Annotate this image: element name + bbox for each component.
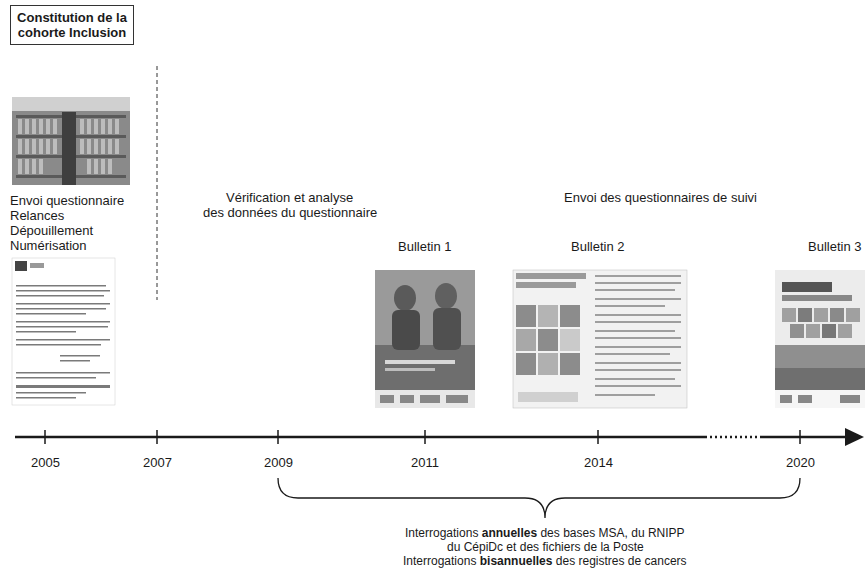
timeline-label: Envoi des questionnaires de suivi: [564, 190, 757, 205]
timeline-label: des données du questionnaire: [203, 205, 377, 220]
year-label: 2011: [411, 455, 439, 470]
bulletin-cover: [375, 270, 475, 408]
bulletin-cover: [775, 270, 865, 408]
period-brace: [278, 478, 800, 518]
timeline-label: Vérification et analyse: [226, 190, 353, 205]
year-label: 2020: [786, 455, 815, 470]
questionnaire-letter: [12, 258, 115, 405]
timeline-label: Envoi questionnaire: [10, 193, 124, 208]
timeline-label: Dépouillement: [10, 223, 93, 238]
box-heading: Constitution de la cohorte Inclusion: [17, 10, 127, 40]
timeline-label: Bulletin 1: [398, 239, 451, 254]
year-label: 2014: [584, 455, 613, 470]
timeline-label: Numérisation: [10, 238, 87, 253]
timeline-label: Relances: [10, 208, 64, 223]
archive-photo: [12, 97, 130, 185]
year-label: 2005: [31, 455, 60, 470]
year-label: 2009: [264, 455, 293, 470]
timeline-label: du CépiDc et des fichiers de la Poste: [447, 540, 644, 554]
year-label: 2007: [143, 455, 172, 470]
phase-separator: [157, 66, 158, 300]
timeline-label: Bulletin 3: [808, 239, 861, 254]
timeline-label: Interrogations bisannuelles des registre…: [403, 554, 687, 568]
phase-box: Constitution de la cohorte Inclusion: [10, 5, 134, 45]
axis-arrowhead: [845, 428, 864, 446]
timeline-label: Bulletin 2: [571, 239, 624, 254]
bulletin-cover: [513, 270, 687, 408]
timeline-label: Interrogations annuelles des bases MSA, …: [405, 526, 685, 540]
time-axis: [15, 436, 845, 439]
year-tick: [45, 430, 800, 444]
